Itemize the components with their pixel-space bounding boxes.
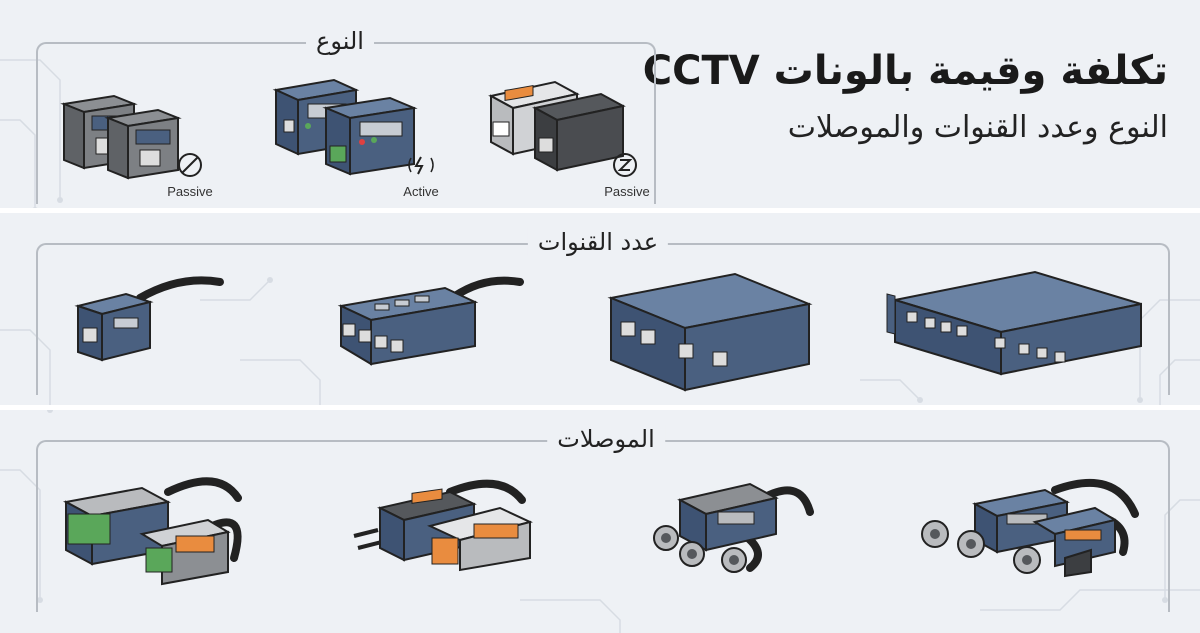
active-balun-pair [272, 78, 418, 176]
page-subtitle: النوع وعدد القنوات والموصلات [787, 110, 1168, 145]
bnc-balun-pair-with-power [921, 478, 1139, 578]
passive-balun-pair-light [488, 80, 626, 172]
type-section-label: النوع [306, 27, 374, 55]
type-caption-active: Active [403, 184, 439, 199]
type-caption-passive-1: Passive [167, 184, 213, 199]
channels-section-label: عدد القنوات [527, 228, 669, 256]
passive-balun-pair [60, 94, 182, 180]
single-channel-balun [74, 276, 224, 362]
terminal-block-balun-pair [63, 477, 242, 586]
dc-power-balun-pair [353, 479, 533, 572]
rack-mount-balun [886, 270, 1142, 376]
passive-icon [178, 153, 202, 177]
section-divider [0, 405, 1200, 410]
connectors-section-label: الموصلات [547, 425, 665, 453]
four-channel-hub [337, 276, 524, 366]
passive-ground-icon [613, 153, 637, 177]
section-divider [0, 208, 1200, 213]
bnc-balun [653, 482, 814, 573]
type-caption-passive-2: Passive [604, 184, 650, 199]
four-channel-box [607, 272, 813, 392]
page-title: تكلفة وقيمة بالونات CCTV [642, 48, 1168, 94]
active-power-icon [408, 156, 434, 175]
